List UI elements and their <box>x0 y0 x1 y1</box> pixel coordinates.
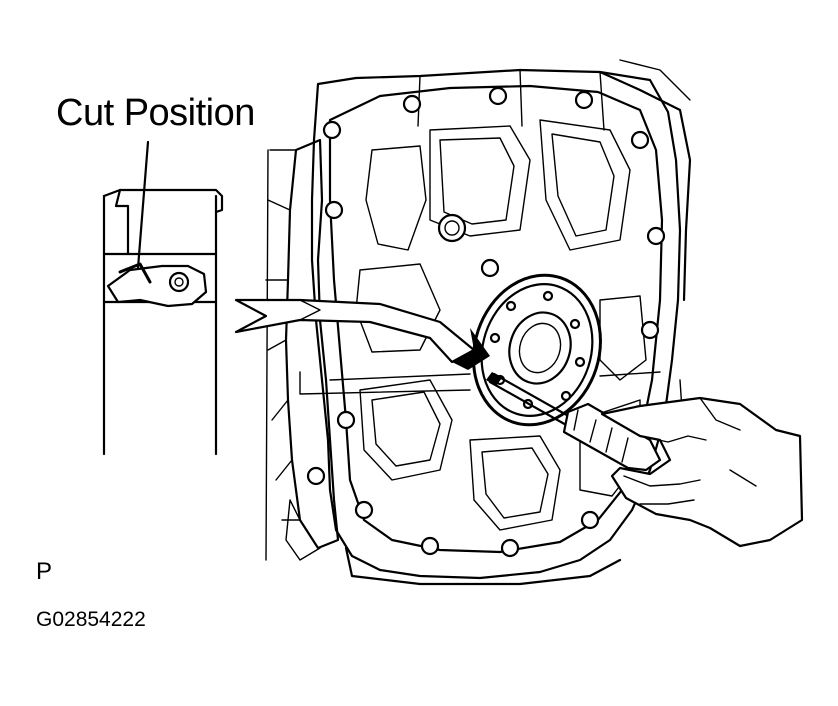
pointer-arrow <box>234 298 490 370</box>
view-letter: P <box>36 558 53 585</box>
bolt-holes <box>306 86 666 558</box>
figure-code: G02854222 <box>36 608 146 631</box>
cut-position-label: Cut Position <box>56 92 255 134</box>
hand <box>600 396 804 548</box>
cut-position-inset <box>102 140 224 456</box>
engine-block <box>265 59 692 586</box>
screwdriver <box>486 372 662 472</box>
